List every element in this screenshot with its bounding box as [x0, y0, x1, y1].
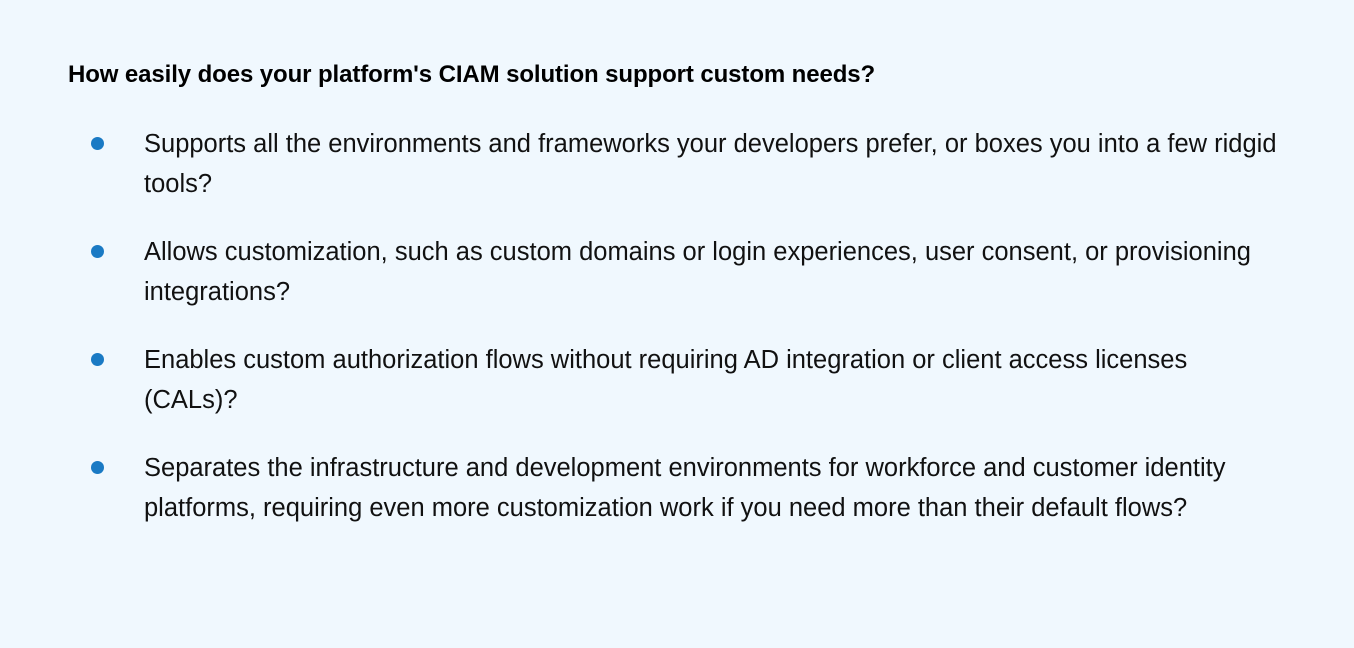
list-item: Supports all the environments and framew… [68, 124, 1308, 204]
list-item-text: Allows customization, such as custom dom… [144, 238, 1251, 306]
bullet-list: Supports all the environments and framew… [68, 124, 1308, 556]
list-item-text: Supports all the environments and framew… [144, 130, 1277, 198]
list-item-text: Separates the infrastructure and develop… [144, 454, 1226, 522]
list-item: Enables custom authorization flows witho… [68, 340, 1308, 420]
bullet-dot-icon [91, 461, 104, 474]
bullet-dot-icon [91, 245, 104, 258]
bullet-dot-icon [91, 137, 104, 150]
list-item-text: Enables custom authorization flows witho… [144, 346, 1188, 414]
bullet-dot-icon [91, 353, 104, 366]
section-heading: How easily does your platform's CIAM sol… [68, 61, 876, 88]
content-section: How easily does your platform's CIAM sol… [68, 58, 1308, 522]
list-item: Separates the infrastructure and develop… [68, 448, 1308, 528]
list-item: Allows customization, such as custom dom… [68, 232, 1308, 312]
